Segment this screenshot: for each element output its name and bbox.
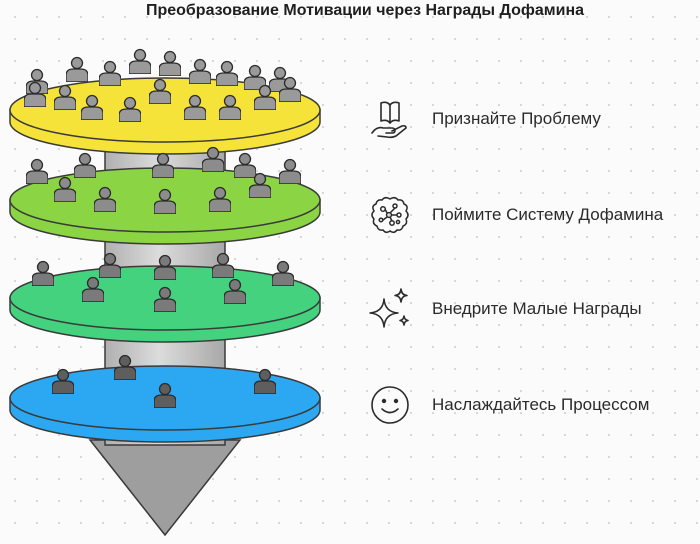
hand-book-icon: [368, 97, 412, 141]
legend-row-4: Наслаждайтесь Процессом: [368, 383, 700, 427]
legend-row-3: Внедрите Малые Награды: [368, 287, 700, 331]
legend-label: Наслаждайтесь Процессом: [432, 395, 650, 414]
down-arrow: [88, 439, 242, 537]
disc-layer-3: [9, 252, 321, 343]
legend-label: Признайте Проблему: [432, 109, 601, 128]
person-icon: [279, 158, 301, 184]
person-icon: [234, 152, 256, 178]
disc-layer-4: [9, 354, 321, 443]
person-icon: [66, 56, 88, 82]
disc-layer-2: [9, 146, 321, 245]
person-icon: [159, 50, 181, 76]
legend-label: Внедрите Малые Награды: [432, 299, 642, 318]
person-icon: [32, 260, 54, 286]
diagram-title: Преобразование Мотивации через Награды Д…: [145, 2, 585, 19]
disc-layer-1: [9, 48, 321, 155]
legend-row-1: Признайте Проблему: [368, 97, 700, 141]
legend-label: Поймите Систему Дофамина: [432, 205, 664, 224]
person-icon: [272, 260, 294, 286]
person-icon: [129, 48, 151, 74]
person-icon: [74, 152, 96, 178]
legend-row-2: Поймите Систему Дофамина: [368, 193, 700, 237]
sparkles-icon: [368, 287, 412, 331]
disc-top: [9, 77, 321, 143]
person-icon: [216, 60, 238, 86]
brain-icon: [368, 193, 412, 237]
person-icon: [99, 60, 121, 86]
smiley-icon: [368, 383, 412, 427]
person-icon: [189, 58, 211, 84]
person-icon: [26, 158, 48, 184]
